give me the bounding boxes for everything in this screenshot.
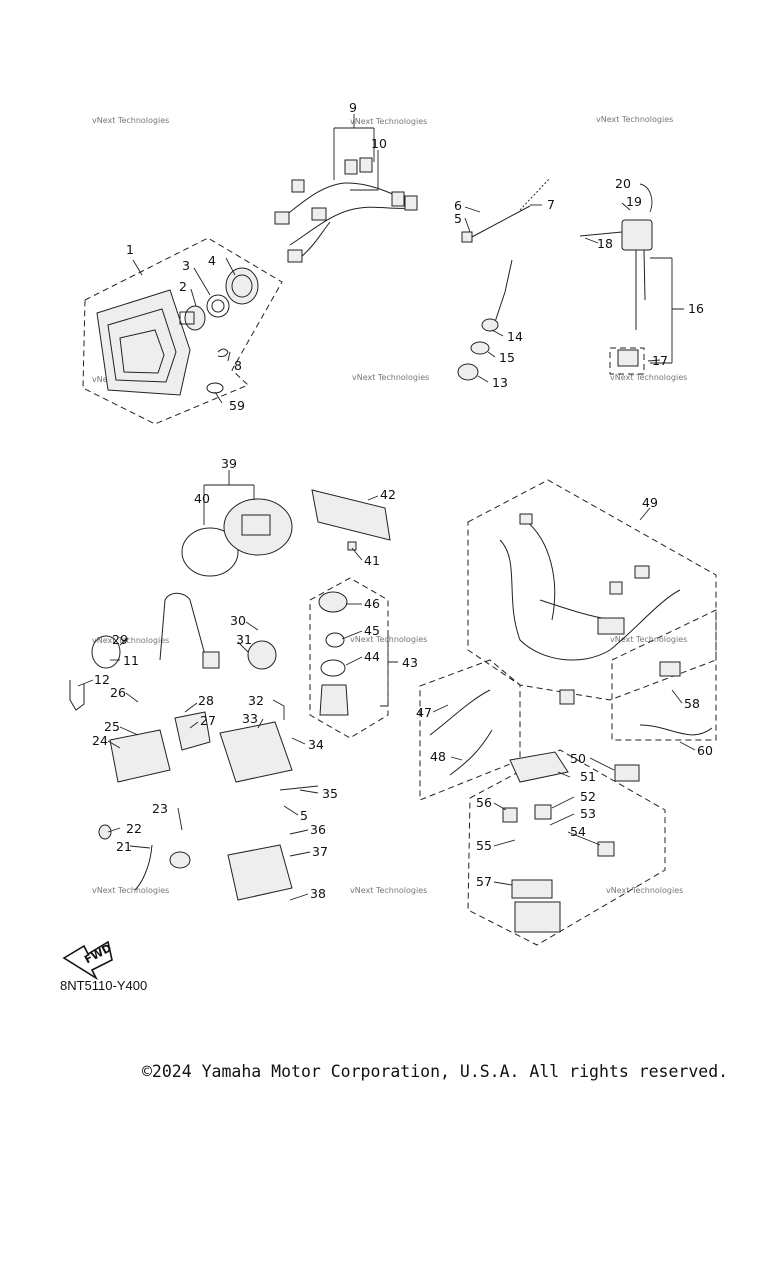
callout-1: 1 bbox=[126, 242, 134, 257]
callout-6: 6 bbox=[454, 198, 462, 213]
callout-33: 33 bbox=[242, 711, 258, 726]
main-switch-43 bbox=[309, 577, 389, 739]
sensor-13-14-15 bbox=[457, 259, 513, 381]
callout-3: 3 bbox=[182, 258, 190, 273]
callout-48: 48 bbox=[430, 749, 446, 764]
watermark-text: vNext Technologies bbox=[350, 117, 427, 126]
callout-38: 38 bbox=[310, 886, 326, 901]
watermark-text: vNext Technologies bbox=[610, 373, 687, 382]
callout-20: 20 bbox=[615, 176, 631, 191]
leader-lines bbox=[77, 114, 696, 901]
callout-28: 28 bbox=[198, 693, 214, 708]
callout-58: 58 bbox=[684, 696, 700, 711]
callout-2: 2 bbox=[179, 279, 187, 294]
callout-16: 16 bbox=[688, 301, 704, 316]
callout-34: 34 bbox=[308, 737, 324, 752]
callout-5: 5 bbox=[300, 808, 308, 823]
watermark-text: vNext Technologies bbox=[352, 373, 429, 382]
fuse-box-group bbox=[467, 749, 666, 946]
callout-21: 21 bbox=[116, 839, 132, 854]
callout-49: 49 bbox=[642, 495, 658, 510]
watermark-text: vNext Technologies bbox=[350, 635, 427, 644]
watermark-text: vNext Technologies bbox=[350, 886, 427, 895]
callout-7: 7 bbox=[547, 197, 555, 212]
callout-37: 37 bbox=[312, 844, 328, 859]
harness-58-60 bbox=[611, 609, 717, 741]
callout-10: 10 bbox=[371, 136, 387, 151]
callout-29: 29 bbox=[112, 632, 128, 647]
callout-24: 24 bbox=[92, 733, 108, 748]
callout-59: 59 bbox=[229, 398, 245, 413]
watermark-text: vNext Technologies bbox=[92, 886, 169, 895]
headlight-assembly bbox=[82, 237, 283, 425]
fuel-sender-16 bbox=[579, 219, 653, 375]
watermark-text: vNext Technologies bbox=[610, 635, 687, 644]
watermark-text: vNext Technologies bbox=[596, 115, 673, 124]
callout-4: 4 bbox=[208, 253, 216, 268]
watermark-text: vNext Technologies bbox=[92, 636, 169, 645]
leads-47-48 bbox=[419, 659, 521, 801]
callout-14: 14 bbox=[507, 329, 523, 344]
callout-30: 30 bbox=[230, 613, 246, 628]
callout-18: 18 bbox=[597, 236, 613, 251]
callout-25: 25 bbox=[104, 719, 120, 734]
cover-42 bbox=[311, 489, 391, 551]
callout-15: 15 bbox=[499, 350, 515, 365]
callout-53: 53 bbox=[580, 806, 596, 821]
callout-54: 54 bbox=[570, 824, 586, 839]
callout-52: 52 bbox=[580, 789, 596, 804]
callout-47: 47 bbox=[416, 705, 432, 720]
callout-9: 9 bbox=[349, 100, 357, 115]
fwd-arrow-icon: FWD bbox=[62, 940, 114, 981]
callout-39: 39 bbox=[221, 456, 237, 471]
callout-55: 55 bbox=[476, 838, 492, 853]
callout-45: 45 bbox=[364, 623, 380, 638]
callout-43: 43 bbox=[402, 655, 418, 670]
callout-36: 36 bbox=[310, 822, 326, 837]
misc-lower-parts bbox=[69, 592, 319, 901]
callout-60: 60 bbox=[697, 743, 713, 758]
copyright-notice: ©2024 Yamaha Motor Corporation, U.S.A. A… bbox=[142, 1062, 729, 1081]
main-wire-harness bbox=[467, 479, 717, 705]
callout-42: 42 bbox=[380, 487, 396, 502]
watermark-text: vNext Technologies bbox=[606, 886, 683, 895]
callout-35: 35 bbox=[322, 786, 338, 801]
callout-26: 26 bbox=[110, 685, 126, 700]
callout-27: 27 bbox=[200, 713, 216, 728]
callout-57: 57 bbox=[476, 874, 492, 889]
callout-13: 13 bbox=[492, 375, 508, 390]
callout-40: 40 bbox=[194, 491, 210, 506]
callout-8: 8 bbox=[234, 358, 242, 373]
diagram-code: 8NT5110-Y400 bbox=[60, 978, 148, 993]
callout-23: 23 bbox=[152, 801, 168, 816]
watermark-text: vNext Technologies bbox=[92, 116, 169, 125]
callout-22: 22 bbox=[126, 821, 142, 836]
callout-41: 41 bbox=[364, 553, 380, 568]
callout-19: 19 bbox=[626, 194, 642, 209]
meter-assembly bbox=[181, 498, 293, 577]
callout-17: 17 bbox=[652, 353, 668, 368]
watermark-layer: vNext Technologies vNext Technologies vNex… bbox=[92, 115, 687, 895]
callout-51: 51 bbox=[580, 769, 596, 784]
callout-32: 32 bbox=[248, 693, 264, 708]
callout-44: 44 bbox=[364, 649, 380, 664]
callout-5: 5 bbox=[454, 211, 462, 226]
sub-wire-harness bbox=[274, 157, 418, 263]
callout-46: 46 bbox=[364, 596, 380, 611]
callout-56: 56 bbox=[476, 795, 492, 810]
callout-50: 50 bbox=[570, 751, 586, 766]
sensor-5-6-7 bbox=[461, 177, 551, 243]
callout-12: 12 bbox=[94, 672, 110, 687]
callout-11: 11 bbox=[123, 653, 139, 668]
callout-31: 31 bbox=[236, 632, 252, 647]
